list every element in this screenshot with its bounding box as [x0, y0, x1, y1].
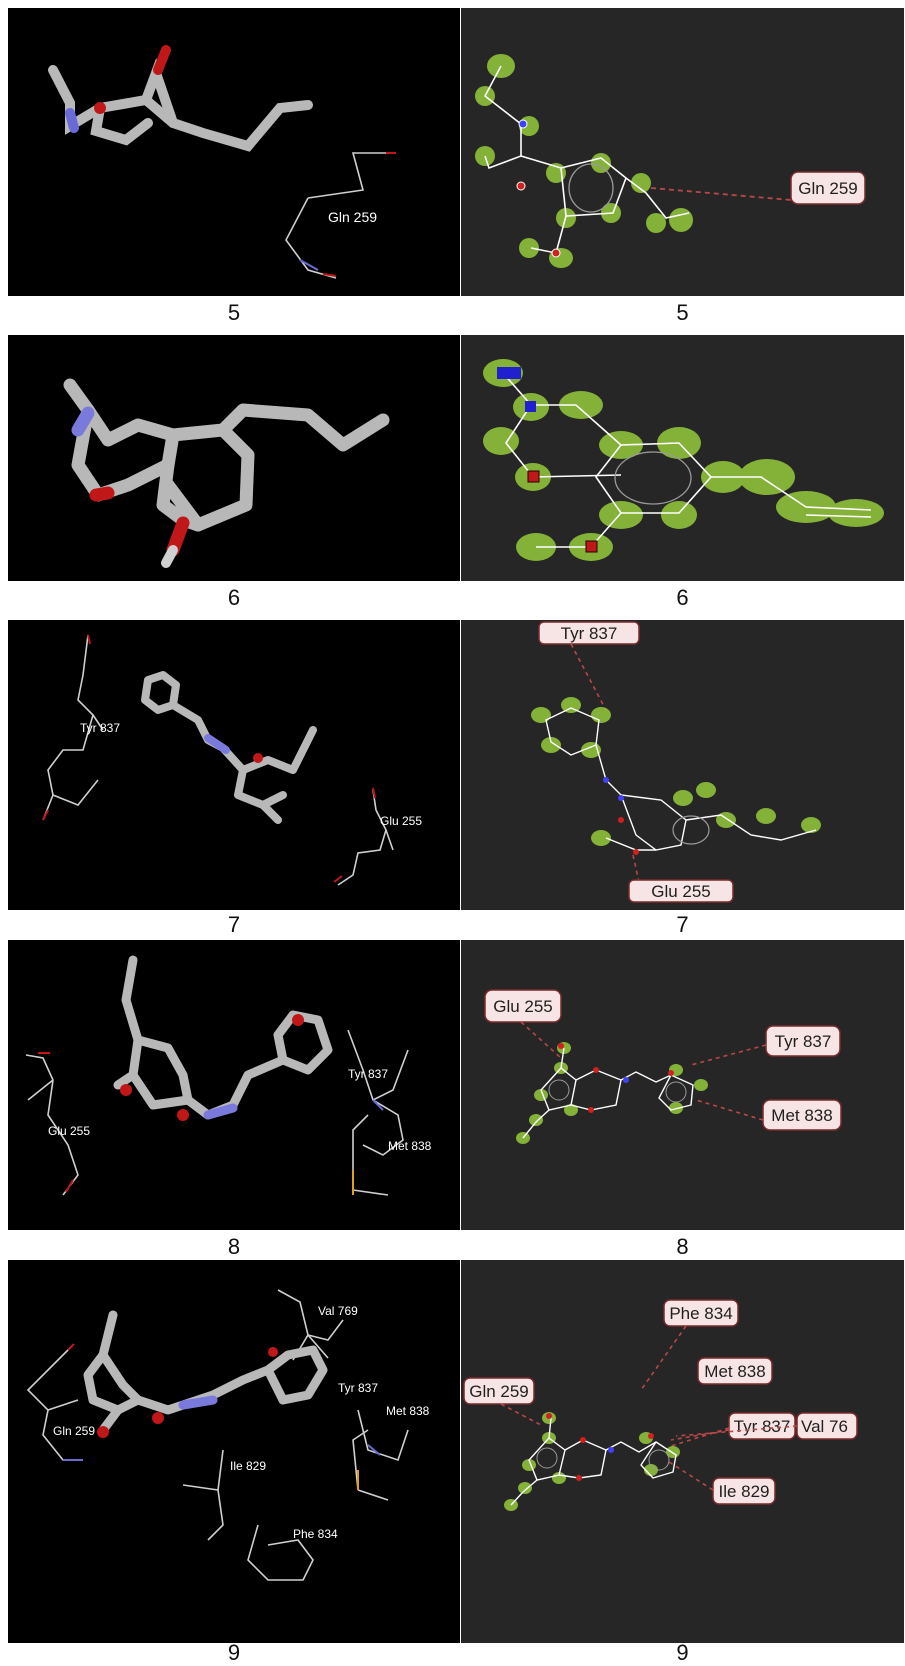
panel-3d-compound-7: Tyr 837 Glu 255: [8, 620, 460, 910]
residue-label-2d: Gln 259: [798, 179, 858, 198]
interaction-diagram-compound-5: Gln 259: [475, 54, 866, 268]
residue-label-3d: Tyr 837: [348, 1067, 388, 1081]
residue-label-3d: Tyr 837: [338, 1381, 378, 1395]
interaction-diagram-compound-6: [483, 359, 884, 561]
interaction-diagram-compound-8: Glu 255 Tyr 837 Met 838: [484, 989, 842, 1144]
stick-model-compound-9: Val 769 Gln 259 Tyr 837 Met 838 Ile 829 …: [26, 1289, 430, 1581]
residue-label-3d: Gln 259: [328, 209, 377, 225]
panel-2d-compound-7: Tyr 837 Glu 255: [461, 620, 904, 910]
caption-3d-5: 5: [227, 300, 241, 325]
panel-3d-compound-5: Gln 259: [8, 8, 460, 296]
residue-label-3d: Tyr 837: [80, 721, 120, 735]
residue-label-2d: Tyr 837: [734, 1417, 791, 1436]
caption-3d-9: 9: [227, 1640, 241, 1665]
residue-label-2d: Glu 255: [651, 882, 711, 901]
residue-label-2d: Glu 255: [493, 997, 553, 1016]
residue-label-2d: Gln 259: [469, 1382, 529, 1401]
residue-label-2d: Met 838: [704, 1362, 765, 1381]
caption-2d-9: 9: [676, 1640, 689, 1665]
stick-model-compound-5: Gln 259: [48, 45, 396, 279]
stick-model-compound-8: Glu 255 Tyr 837 Met 838: [25, 955, 432, 1196]
panel-2d-compound-5: Gln 259: [461, 8, 904, 296]
residue-label-2d: Met 838: [771, 1106, 832, 1125]
panel-3d-compound-9: Val 769 Gln 259 Tyr 837 Met 838 Ile 829 …: [8, 1260, 460, 1643]
residue-label-2d: Tyr 837: [775, 1032, 832, 1051]
caption-2d-8: 8: [676, 1234, 689, 1259]
stick-model-compound-6: [63, 378, 390, 568]
interaction-diagram-compound-7: Tyr 837 Glu 255: [531, 621, 821, 903]
caption-2d-7: 7: [676, 912, 689, 937]
caption-3d-8: 8: [227, 1234, 241, 1259]
caption-3d-7: 7: [227, 912, 241, 937]
residue-label-3d: Ile 829: [230, 1459, 266, 1473]
residue-label-2d: Val 76: [801, 1417, 848, 1436]
caption-3d-6: 6: [227, 585, 241, 610]
residue-label-2d: Ile 829: [718, 1482, 769, 1501]
interaction-diagram-compound-9: Phe 834 Met 838 Gln 259 Tyr 837 Val 76 I…: [463, 1299, 858, 1511]
stick-model-compound-7: Tyr 837 Glu 255: [42, 634, 422, 886]
caption-2d-5: 5: [676, 300, 689, 325]
panel-3d-compound-8: Glu 255 Tyr 837 Met 838: [8, 940, 460, 1230]
panel-3d-compound-6: [8, 335, 460, 581]
panel-2d-compound-9: Phe 834 Met 838 Gln 259 Tyr 837 Val 76 I…: [461, 1260, 904, 1643]
residue-label-3d: Gln 259: [53, 1424, 95, 1438]
residue-label-3d: Met 838: [386, 1404, 430, 1418]
residue-label-3d: Glu 255: [48, 1124, 90, 1138]
residue-label-3d: Met 838: [388, 1139, 432, 1153]
residue-label-3d: Glu 255: [380, 814, 422, 828]
caption-2d-6: 6: [676, 585, 689, 610]
residue-label-3d: Val 769: [318, 1304, 358, 1318]
residue-label-2d: Tyr 837: [561, 624, 618, 643]
panel-2d-compound-6: [461, 335, 904, 581]
panel-2d-compound-8: Glu 255 Tyr 837 Met 838: [461, 940, 904, 1230]
residue-label-2d: Phe 834: [669, 1304, 732, 1323]
residue-label-3d: Phe 834: [293, 1527, 338, 1541]
